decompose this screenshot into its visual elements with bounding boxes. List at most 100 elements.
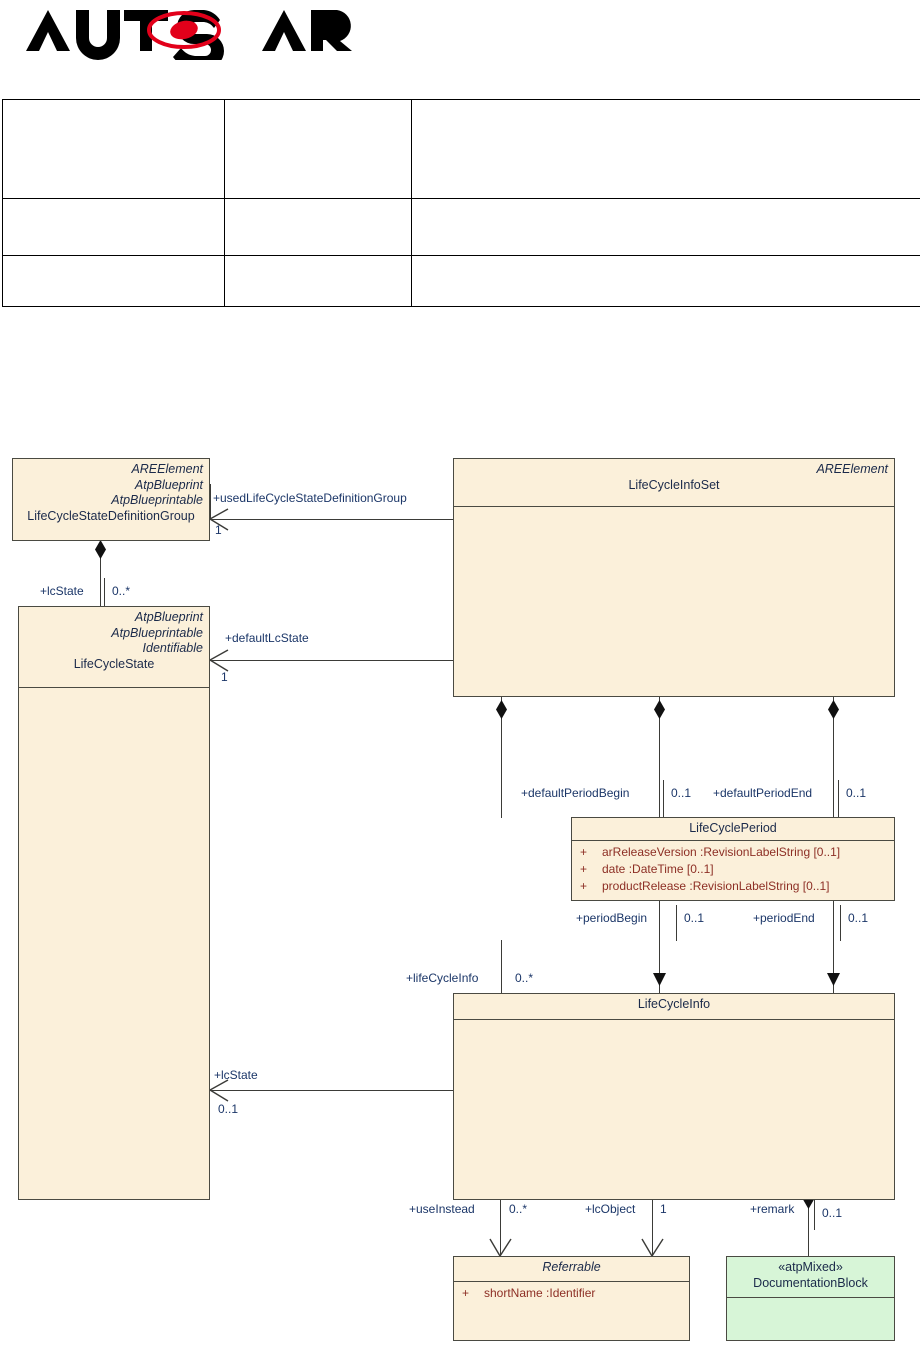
class-attributes: +shortName :Identifier <box>454 1282 689 1305</box>
arrowhead-open-defaultLcState <box>208 649 229 672</box>
class-stereotype: AtpBlueprintable <box>111 625 203 640</box>
table-row <box>2 99 920 199</box>
assoc-mult-lcState-top: 0..* <box>112 584 131 598</box>
class-attribute-row: +shortName :Identifier <box>462 1285 683 1302</box>
class-attribute-row: + productRelease :RevisionLabelString [0.… <box>580 878 888 895</box>
assoc-mult-periodBegin: 0..1 <box>684 911 705 925</box>
composition-diamond-defaultPeriodBegin <box>496 700 507 719</box>
assoc-role-remark: +remark <box>750 1202 795 1216</box>
assoc-line-lcState-top <box>100 540 102 607</box>
attribute-text: date :DateTime [0..1] <box>602 862 714 877</box>
class-node-lifecyclestatedefinitiongroup[interactable]: AREElement AtpBlueprint AtpBlueprintable… <box>12 458 210 541</box>
class-stereotype: AtpBlueprint <box>134 477 203 492</box>
class-attributes <box>19 688 209 694</box>
assoc-role-defaultPeriodEnd: +defaultPeriodEnd <box>713 786 813 800</box>
visibility-marker: + <box>462 1286 470 1300</box>
class-stereotype: AtpBlueprint <box>134 610 203 624</box>
assoc-mult-defaultLcState: 1 <box>221 670 228 684</box>
assoc-line-lcObject <box>652 1200 654 1256</box>
class-name: LifeCycleState <box>73 656 155 671</box>
class-header: «atpMixed» DocumentationBlock <box>727 1257 894 1298</box>
class-attributes <box>454 507 894 513</box>
assoc-line-defaultPeriodEnd <box>833 697 835 818</box>
assoc-line-defaultPeriodBegin <box>501 697 503 818</box>
assoc-tick <box>840 905 842 941</box>
table-cell <box>224 99 412 199</box>
assoc-tick <box>104 578 106 607</box>
assoc-role-periodBegin: +periodBegin <box>576 911 648 925</box>
assoc-mult-periodEnd: 0..1 <box>848 911 869 925</box>
assoc-line-defaultLcState <box>210 660 454 662</box>
autosar-logo <box>24 4 354 68</box>
visibility-marker: + <box>580 845 588 859</box>
assoc-role-defaultLcState: +defaultLcState <box>225 631 309 645</box>
assoc-mult-lifeCycleInfo: 0..* <box>515 971 534 985</box>
class-node-lifecyclestate[interactable]: AtpBlueprint AtpBlueprintable Identifiab… <box>18 606 210 1200</box>
assoc-mult-defaultPeriodBegin: 0..1 <box>671 786 692 800</box>
class-node-lifecycleinfoset[interactable]: AREElement LifeCycleInfoSet <box>453 458 895 697</box>
assoc-mult-lcState-bottom: 0..1 <box>218 1102 239 1116</box>
class-stereotype: Identifiable <box>142 641 203 656</box>
class-attribute-row: + date :DateTime [0..1] <box>580 861 888 878</box>
assoc-line-usedLifeCycleStateDefinitionGroup <box>210 519 454 521</box>
class-node-lifecycleinfo[interactable]: LifeCycleInfo <box>453 993 895 1200</box>
assoc-role-useInstead: +useInstead <box>409 1202 475 1216</box>
class-node-documentationblock[interactable]: «atpMixed» DocumentationBlock <box>726 1256 895 1341</box>
class-stereotype: «atpMixed» <box>778 1260 843 1274</box>
assoc-mult-defaultPeriodEnd: 0..1 <box>846 786 867 800</box>
table-row <box>2 198 920 256</box>
assoc-tick <box>663 780 665 818</box>
assoc-role-periodEnd: +periodEnd <box>753 911 815 925</box>
arrowhead-open-lcState-bottom <box>208 1079 229 1102</box>
class-attributes <box>454 1020 894 1026</box>
assoc-role-usedLifeCycleStateDefinitionGroup: +usedLifeCycleStateDefinitionGroup <box>213 491 407 505</box>
class-attributes: +arReleaseVersion :RevisionLabelString [… <box>572 841 894 898</box>
table-cell <box>2 255 225 307</box>
class-name: DocumentationBlock <box>753 1275 868 1290</box>
table-cell <box>224 198 412 256</box>
class-name: LifeCyclePeriod <box>689 821 777 835</box>
visibility-marker: + <box>580 862 588 877</box>
assoc-mult-remark: 0..1 <box>822 1206 843 1220</box>
composition-diamond-lcState <box>95 540 106 559</box>
attribute-text: productRelease :RevisionLabelString [0..… <box>602 879 830 894</box>
visibility-marker: + <box>580 879 588 894</box>
assoc-line-useInstead <box>500 1200 502 1256</box>
assoc-role-lcState-bottom: +lcState <box>214 1068 258 1082</box>
composition-arrow-periodEnd <box>827 973 840 986</box>
class-node-lifecycleperiod[interactable]: LifeCyclePeriod +arReleaseVersion :Revis… <box>571 817 895 901</box>
table-cell <box>411 255 920 307</box>
composition-diamond-lifeCycleInfo <box>654 700 665 719</box>
table-cell <box>2 198 225 256</box>
class-attributes <box>727 1298 894 1304</box>
class-header: AREElement AtpBlueprint AtpBlueprintable… <box>13 459 209 540</box>
assoc-tick <box>210 484 212 519</box>
class-stereotype: AREElement <box>131 462 203 476</box>
assoc-tick <box>838 780 840 818</box>
arrowhead-open-usedLifeCycleStateDefinitionGroup <box>208 508 229 531</box>
class-name: LifeCycleInfo <box>637 997 711 1011</box>
class-header: LifeCycleInfo <box>454 994 894 1020</box>
class-name: Referrable <box>542 1260 601 1274</box>
class-stereotype: AtpBlueprintable <box>111 493 203 508</box>
assoc-tick <box>676 905 678 941</box>
assoc-role-lcObject: +lcObject <box>585 1202 636 1216</box>
table-row <box>2 255 920 307</box>
class-header: LifeCyclePeriod <box>572 818 894 841</box>
assoc-mult-usedLifeCycleStateDefinitionGroup: 1 <box>215 523 222 537</box>
class-name: LifeCycleStateDefinitionGroup <box>27 508 195 523</box>
class-name: LifeCycleInfoSet <box>628 477 720 492</box>
assoc-role-defaultPeriodBegin: +defaultPeriodBegin <box>521 786 630 800</box>
class-attribute-row: +arReleaseVersion :RevisionLabelString [… <box>580 844 888 861</box>
table-cell <box>411 99 920 199</box>
assoc-line-lcState-bottom <box>210 1090 454 1092</box>
assoc-mult-lcObject: 1 <box>660 1202 667 1216</box>
class-stereotype: AREElement <box>816 462 888 476</box>
composition-arrow-periodBegin <box>653 973 666 986</box>
class-node-referrable[interactable]: Referrable +shortName :Identifier <box>453 1256 690 1341</box>
class-header: AREElement LifeCycleInfoSet <box>454 459 894 507</box>
document-header-table <box>2 99 920 307</box>
assoc-line-periodEnd <box>833 901 835 993</box>
